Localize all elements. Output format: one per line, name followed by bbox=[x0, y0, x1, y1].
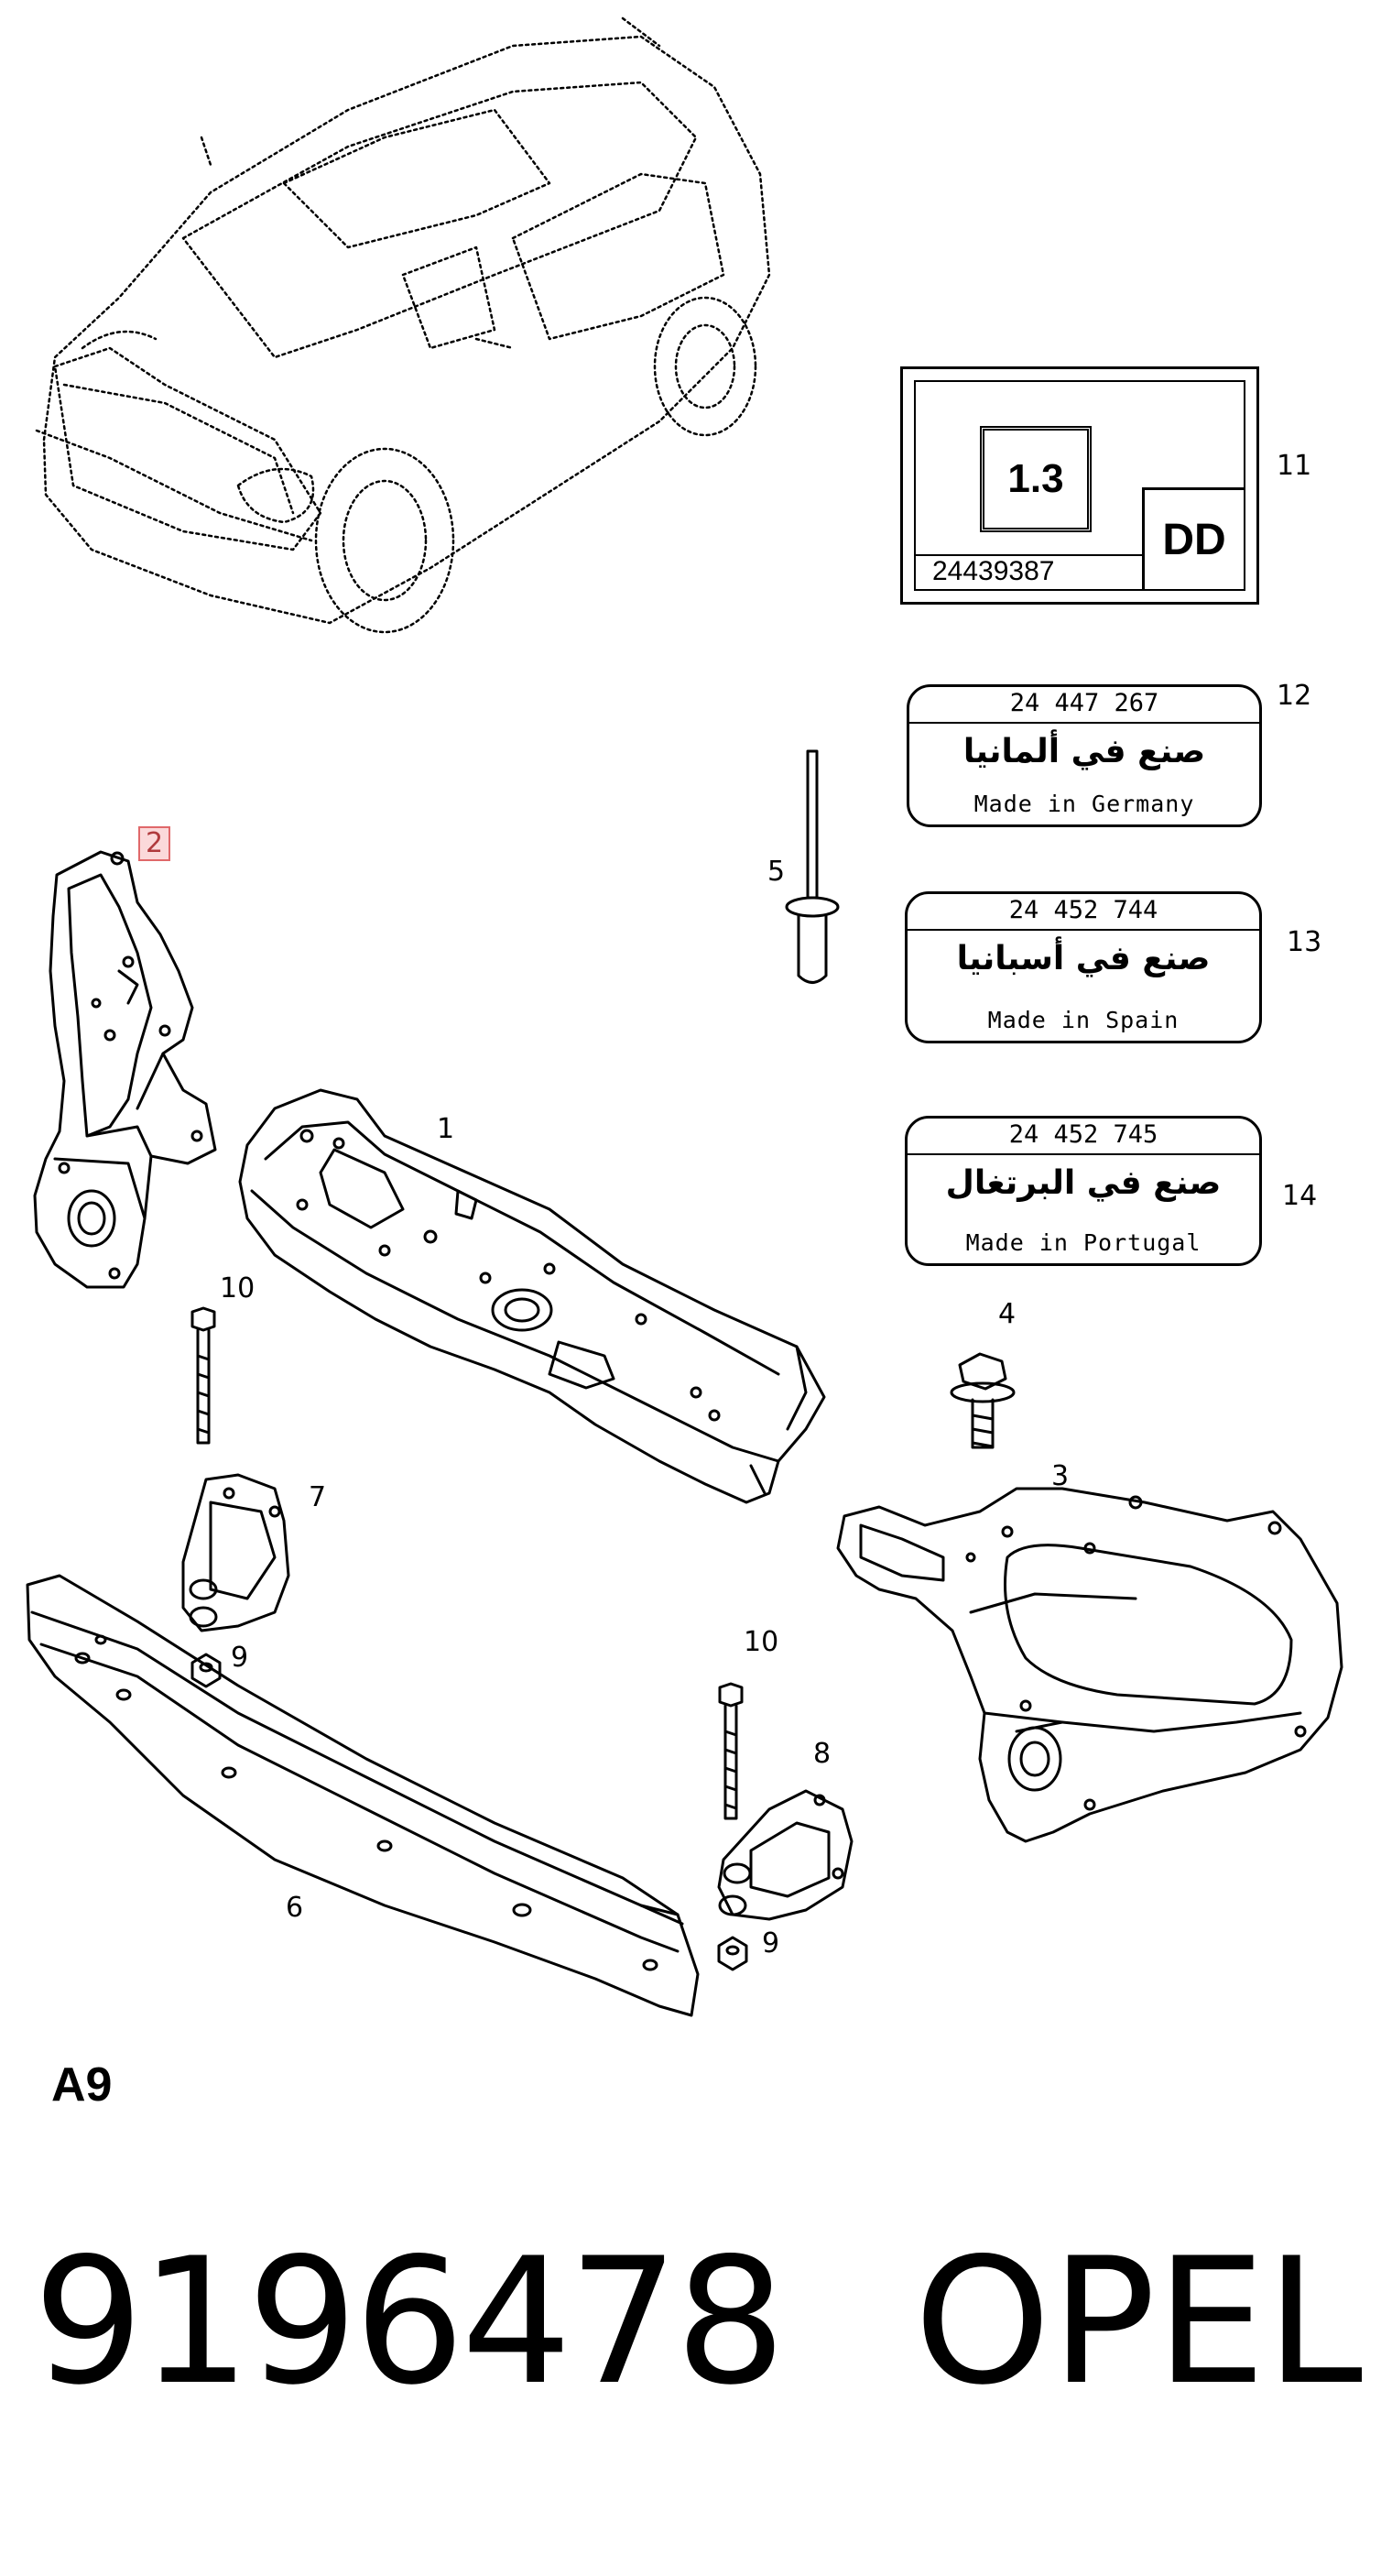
origin-label-made-in: Made in Spain bbox=[987, 1007, 1180, 1033]
callout-10-lower: 10 bbox=[744, 1626, 779, 1658]
page-code: A9 bbox=[51, 2058, 113, 2112]
origin-label-part-number: 24 452 745 bbox=[1008, 1120, 1158, 1149]
origin-label-part-number: 24 447 267 bbox=[1009, 689, 1159, 717]
origin-label-germany: 24 447 267 صنع في ألمانيا Made in German… bbox=[907, 684, 1262, 827]
callout-12: 12 bbox=[1277, 680, 1312, 712]
engine-tag-part-number: 24439387 bbox=[932, 556, 1055, 586]
callout-9-lower: 9 bbox=[762, 1927, 780, 1959]
callout-6: 6 bbox=[286, 1892, 304, 1924]
callout-9-upper: 9 bbox=[231, 1642, 249, 1674]
callout-1: 1 bbox=[437, 1113, 455, 1145]
part-6-bumper-beam bbox=[26, 1574, 700, 2017]
callout-3: 3 bbox=[1051, 1460, 1070, 1492]
engine-size: 1.3 bbox=[980, 426, 1092, 532]
origin-label-arabic-text: صنع في ألمانيا bbox=[962, 733, 1206, 770]
callout-7: 7 bbox=[309, 1481, 327, 1513]
part-8-right-bracket bbox=[717, 1789, 854, 1921]
origin-label-made-in: Made in Germany bbox=[973, 791, 1195, 817]
footer-brand: OPEL bbox=[914, 2221, 1364, 2423]
footer-part-number: 9196478 bbox=[33, 2221, 786, 2423]
callout-11: 11 bbox=[1277, 450, 1312, 482]
origin-label-arabic-text: صنع في أسبانيا bbox=[956, 940, 1211, 977]
engine-tag-label: 1.3 24439387 DD bbox=[900, 366, 1259, 605]
callout-14: 14 bbox=[1282, 1180, 1318, 1212]
part-2-left-bracket bbox=[33, 850, 217, 1289]
callout-5: 5 bbox=[767, 856, 786, 888]
part-9-nut-upper bbox=[190, 1653, 222, 1688]
car-illustration bbox=[35, 16, 771, 634]
callout-8: 8 bbox=[813, 1738, 832, 1770]
engine-tag-inner-frame: 1.3 24439387 DD bbox=[914, 380, 1245, 591]
origin-label-rule bbox=[908, 929, 1259, 931]
callout-2-highlighted: 2 bbox=[138, 826, 171, 861]
part-3-right-frame bbox=[836, 1487, 1343, 1843]
origin-label-rule bbox=[909, 722, 1259, 724]
origin-label-spain: 24 452 744 صنع في أسبانيا Made in Spain bbox=[905, 891, 1262, 1043]
part-10-bolt-upper bbox=[190, 1306, 216, 1445]
origin-label-rule bbox=[908, 1153, 1259, 1155]
part-1-upper-crossmember bbox=[238, 1088, 826, 1504]
origin-label-portugal: 24 452 745 صنع في البرتغال Made in Portu… bbox=[905, 1116, 1262, 1266]
part-7-left-bracket bbox=[181, 1473, 290, 1632]
engine-tag-rule bbox=[916, 554, 1145, 556]
part-9-nut-lower bbox=[717, 1936, 748, 1971]
part-4-flange-bolt bbox=[950, 1352, 1016, 1449]
callout-13: 13 bbox=[1287, 926, 1322, 958]
part-10-bolt-lower bbox=[718, 1682, 744, 1820]
callout-10-upper: 10 bbox=[220, 1272, 256, 1304]
engine-code: DD bbox=[1142, 487, 1244, 589]
part-5-rivet bbox=[785, 749, 840, 984]
origin-label-part-number: 24 452 744 bbox=[1008, 896, 1158, 924]
origin-label-made-in: Made in Portugal bbox=[965, 1229, 1202, 1256]
callout-4: 4 bbox=[998, 1298, 1017, 1330]
origin-label-arabic-text: صنع في البرتغال bbox=[945, 1164, 1222, 1202]
